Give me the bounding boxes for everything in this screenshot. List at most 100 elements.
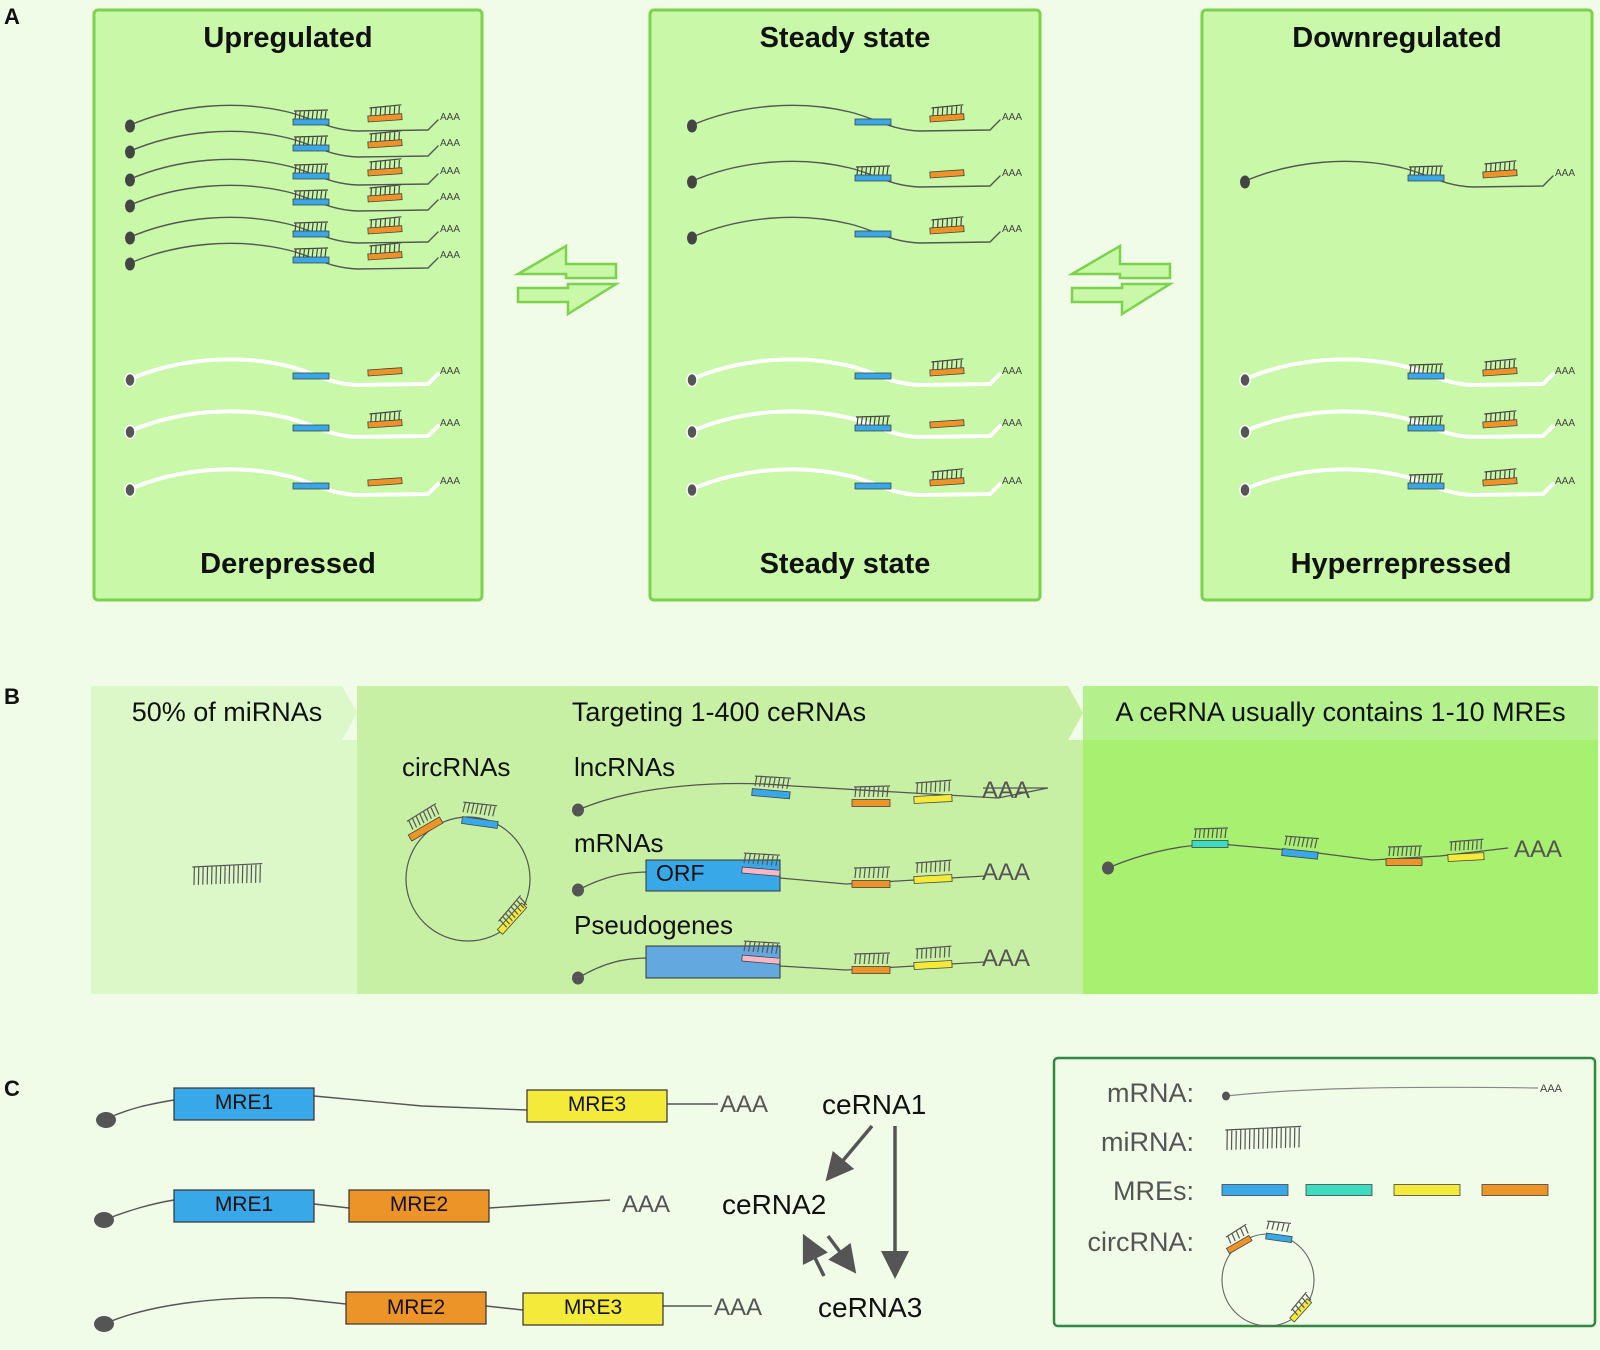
derepressed-title: Derepressed: [200, 548, 376, 580]
arrow-cerna3-to-cerna2: [802, 1233, 828, 1277]
mirna-bound: [931, 104, 964, 116]
mirna-strokes: [369, 158, 402, 170]
mirna-strokes: [192, 862, 263, 885]
poly-a-tail: AAA: [440, 166, 460, 177]
transcript-backbone: [126, 357, 440, 388]
mirna-strokes: [915, 779, 952, 793]
poly-a-tail: AAA: [440, 224, 460, 235]
mre-blue: [854, 174, 892, 182]
mirna-bound: [1408, 473, 1444, 484]
transcript-backbone: [127, 184, 439, 212]
cap-5prime: [572, 971, 584, 985]
hyperrepressed-title: Hyperrepressed: [1290, 548, 1512, 580]
mirna-strokes: [1387, 845, 1423, 857]
mirna-bound: [293, 247, 329, 258]
mirna-strokes: [293, 109, 329, 120]
transcript-backbone: [1242, 160, 1554, 188]
mre-blue: [292, 172, 330, 180]
mirna-strokes: [1408, 415, 1444, 426]
poly-a-tail: AAA: [1002, 476, 1022, 487]
mirna-strokes: [855, 415, 891, 426]
transcript-backbone: [689, 104, 1001, 132]
transcript-backbone: [127, 130, 439, 158]
mre1-box-label: MRE1: [214, 1091, 274, 1114]
mre1-box: [173, 1189, 315, 1223]
cap-5prime: [1239, 372, 1251, 388]
mre-yellow: [913, 794, 953, 804]
forward-arrow: [516, 282, 621, 317]
legend-mrna-label: mRNA:: [1107, 1078, 1194, 1108]
transcript-backbone: [127, 242, 439, 270]
state-panel-2: [648, 8, 1042, 602]
cerna-backbone: [1107, 843, 1509, 869]
poly-a-tail: AAA: [1002, 366, 1022, 377]
steady-transcript-3: [687, 216, 1001, 245]
poly-a-tail: AAA: [440, 366, 460, 377]
mirna-bound: [1290, 1291, 1312, 1316]
mre-orange: [407, 816, 444, 842]
mirna-bound: [855, 165, 891, 176]
mirna-strokes: [1284, 835, 1319, 849]
poly-a-tail: AAA: [440, 112, 460, 123]
mirna-strokes: [855, 165, 891, 176]
upregulated-free-transcript-3: [124, 467, 440, 498]
cap-5prime: [687, 175, 697, 189]
mirna-bound: [369, 184, 402, 196]
cap-5prime: [124, 482, 136, 498]
mirna-strokes: [1193, 827, 1229, 839]
cap-5prime: [124, 372, 136, 388]
mre2-box: [345, 1291, 487, 1325]
banner-shape-3: [1083, 686, 1598, 740]
mirna-strokes: [1290, 1291, 1312, 1316]
mre-yellow: [496, 902, 528, 935]
forward-arrow: [1070, 282, 1175, 317]
upregulated-title: Upregulated: [203, 22, 373, 54]
downregulated-free-transcript-1: [1239, 357, 1555, 388]
cap-5prime: [572, 803, 584, 817]
mrnas-label: mRNAs: [574, 828, 664, 858]
transcript-backbone: [689, 160, 1001, 188]
mirna-bound: [293, 135, 329, 146]
cap-5prime: [125, 145, 135, 159]
mre-blue: [292, 482, 330, 490]
legend-circrna-label: circRNA:: [1087, 1227, 1195, 1257]
mirna-strokes: [1484, 160, 1517, 172]
orf-label: ORF: [656, 860, 705, 886]
transcript-backbone: [126, 467, 440, 498]
mirna-bound: [498, 894, 528, 928]
mirna-strokes: [915, 945, 952, 959]
poly-a-tail: AAA: [1555, 168, 1575, 179]
mirna-strokes: [1484, 358, 1517, 370]
upregulated-transcript-6: [125, 242, 439, 271]
mirna-bound: [1408, 415, 1444, 426]
mre-orange: [367, 367, 403, 377]
poly-a-tail: AAA: [440, 418, 460, 429]
downregulated-free-transcript-2: [1239, 409, 1555, 440]
poly-a-tail: AAA: [1555, 476, 1575, 487]
mre-blue: [854, 372, 892, 380]
cerna3-node: ceRNA3: [818, 1292, 923, 1323]
legend-cap: [1222, 1091, 1230, 1101]
mre-blue: [292, 198, 330, 206]
mirna-strokes: [369, 242, 402, 254]
legend-mirna: [1225, 1125, 1302, 1150]
mirna-bound: [293, 221, 329, 232]
banner-targeting: Targeting 1-400 ceRNAs: [571, 697, 867, 727]
mirna-bound: [462, 801, 498, 817]
cap-5prime: [125, 231, 135, 245]
mirna-strokes: [931, 104, 964, 116]
mre-orange: [929, 169, 965, 179]
mirna-bound: [915, 859, 952, 873]
banner-shape-1: [91, 686, 357, 740]
transcript-backbone: [688, 467, 1002, 498]
cap-5prime: [96, 1112, 116, 1128]
transcript-backbone: [1241, 409, 1555, 440]
legend-mre-yellow: [1393, 1184, 1461, 1196]
legend-mre-orange: [1481, 1184, 1549, 1196]
transcript-backbone: [1241, 467, 1555, 498]
mirna-strokes: [1408, 363, 1444, 374]
cap-5prime: [124, 424, 136, 440]
downregulated-transcript-1: [1240, 160, 1554, 189]
mre1-box-label: MRE1: [214, 1193, 274, 1216]
mre-blue: [292, 118, 330, 126]
